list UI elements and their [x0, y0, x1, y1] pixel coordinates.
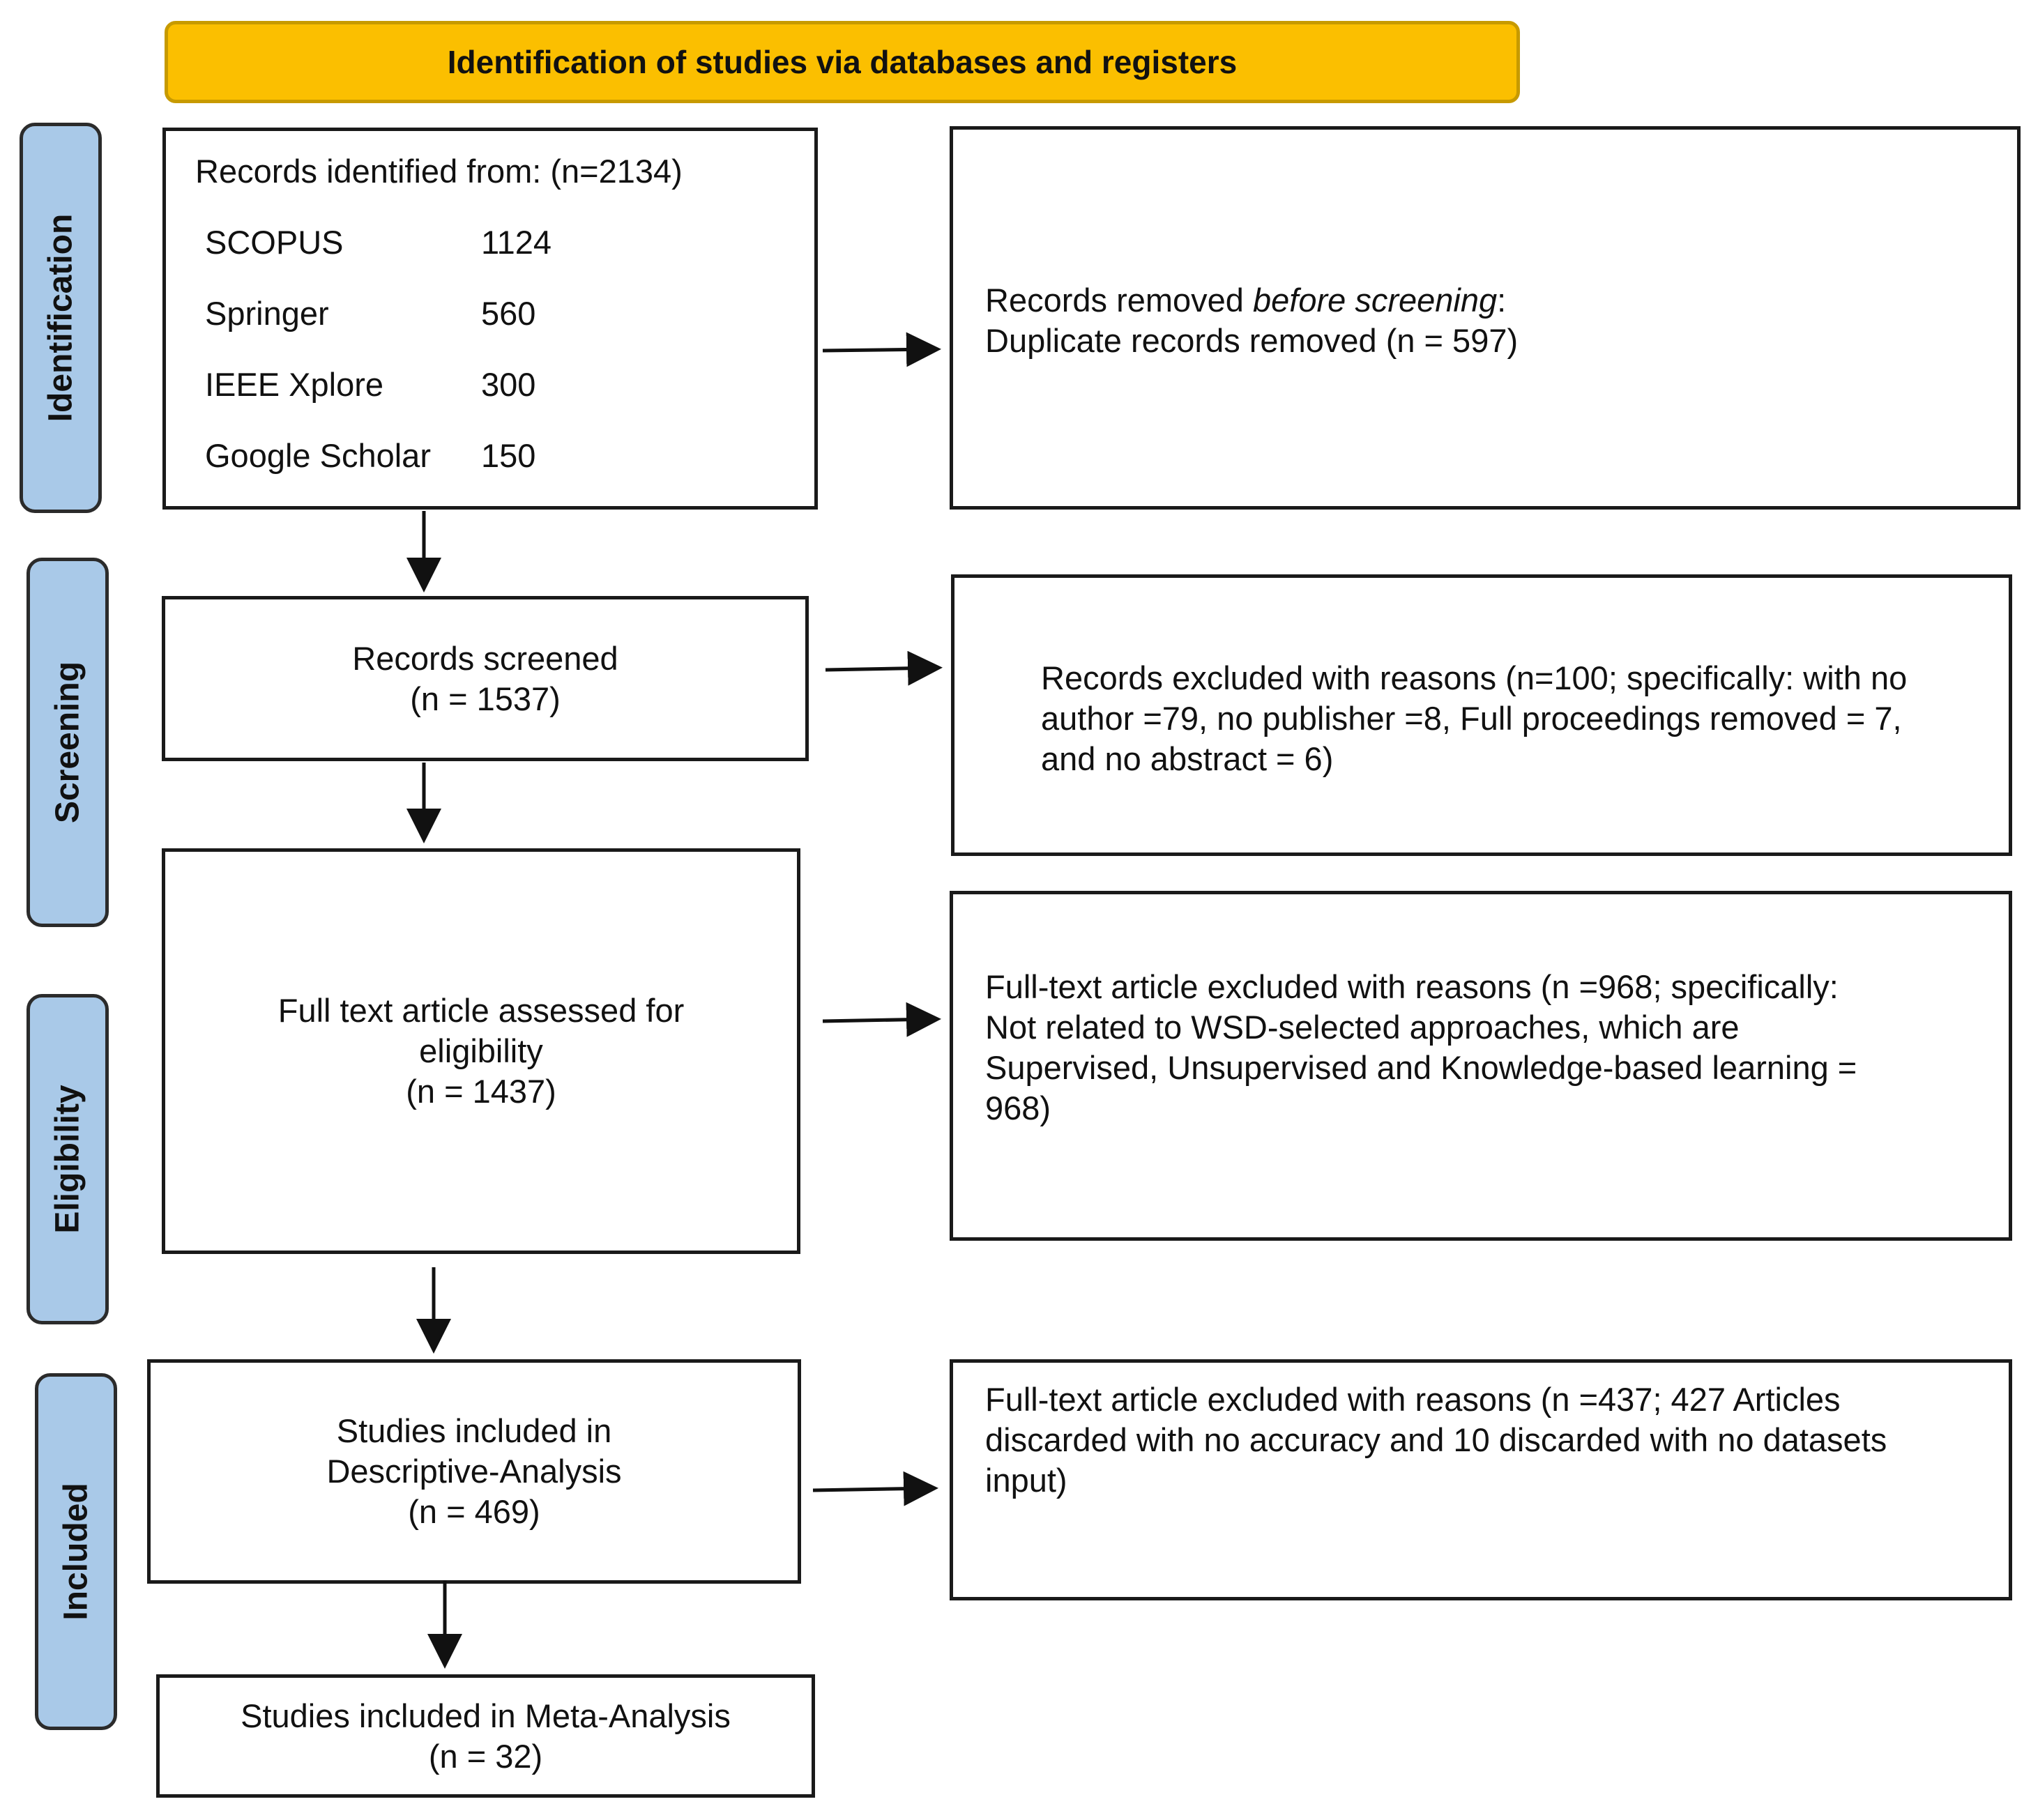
excluded-fulltext-line2: Not related to WSD-selected approaches, … [985, 1009, 1740, 1046]
phase-identification: Identification [20, 123, 102, 513]
source-name-google-scholar: Google Scholar [205, 437, 431, 474]
records-identified-title: Records identified from: (n=2134) [195, 153, 683, 190]
excluded-included-line3: input) [985, 1462, 1067, 1499]
meta-analysis-box: Studies included in Meta-Analysis (n = 3… [156, 1674, 815, 1798]
excluded-screen-line2: author =79, no publisher =8, Full procee… [1041, 700, 1902, 737]
source-name-scopus: SCOPUS [205, 224, 344, 261]
source-count-ieee: 300 [481, 366, 536, 403]
eligibility-line2: eligibility [419, 1032, 543, 1069]
excluded-included-line1: Full-text article excluded with reasons … [985, 1381, 1841, 1418]
excluded-screen-line1: Records excluded with reasons (n=100; sp… [1041, 659, 1908, 696]
source-count-google-scholar: 150 [481, 437, 536, 474]
source-count-scopus: 1124 [481, 224, 552, 261]
records-identified-box: Records identified from: (n=2134) SCOPUS… [162, 128, 818, 510]
source-name-springer: Springer [205, 295, 329, 332]
fulltext-excluded-box: Full-text article excluded with reasons … [950, 891, 2012, 1241]
arrow-fulltext-to-excluded [822, 1002, 941, 1037]
descriptive-line2: Descriptive-Analysis [326, 1453, 622, 1490]
descriptive-line1: Studies included in [336, 1412, 612, 1449]
descriptive-count: (n = 469) [408, 1493, 540, 1530]
header-banner: Identification of studies via databases … [165, 21, 1520, 103]
eligibility-count: (n = 1437) [406, 1073, 556, 1110]
phase-screening: Screening [26, 558, 109, 927]
header-title: Identification of studies via databases … [447, 44, 1238, 80]
meta-count: (n = 32) [428, 1737, 543, 1775]
records-removed-box: Records removed before screening: Duplic… [950, 126, 2021, 510]
full-text-assessed-box: Full text article assessed for eligibili… [162, 848, 800, 1254]
records-screened-box: Records screened (n = 1537) [162, 596, 809, 761]
included-excluded-box: Full-text article excluded with reasons … [950, 1359, 2012, 1600]
screened-title: Records screened [352, 639, 618, 677]
removed-emphasis: before screening [1253, 282, 1498, 319]
arrow-descriptive-to-excluded [812, 1471, 938, 1506]
phase-eligibility: Eligibility [26, 994, 109, 1324]
records-excluded-box: Records excluded with reasons (n=100; sp… [951, 574, 2012, 856]
meta-line1: Studies included in Meta-Analysis [241, 1697, 731, 1734]
phase-included: Included [35, 1373, 117, 1730]
excluded-screen-line3: and no abstract = 6) [1041, 740, 1334, 777]
excluded-included-line2: discarded with no accuracy and 10 discar… [985, 1421, 1887, 1458]
arrow-identified-to-removed [822, 332, 941, 367]
eligibility-line1: Full text article assessed for [277, 992, 685, 1029]
source-name-ieee: IEEE Xplore [205, 366, 384, 403]
excluded-fulltext-line1: Full-text article excluded with reasons … [985, 968, 1839, 1005]
arrow-screened-to-excluded [825, 650, 943, 686]
source-count-springer: 560 [481, 295, 536, 332]
removed-duplicates: Duplicate records removed (n = 597) [985, 322, 1519, 359]
records-removed-text: Records removed before screening: Duplic… [985, 280, 1518, 361]
excluded-fulltext-line4: 968) [985, 1089, 1051, 1126]
removed-prefix: Records removed [985, 282, 1253, 319]
screened-count: (n = 1537) [410, 680, 561, 717]
descriptive-analysis-box: Studies included in Descriptive-Analysis… [147, 1359, 801, 1584]
excluded-fulltext-line3: Supervised, Unsupervised and Knowledge-b… [985, 1049, 1857, 1086]
removed-suffix: : [1497, 282, 1507, 319]
